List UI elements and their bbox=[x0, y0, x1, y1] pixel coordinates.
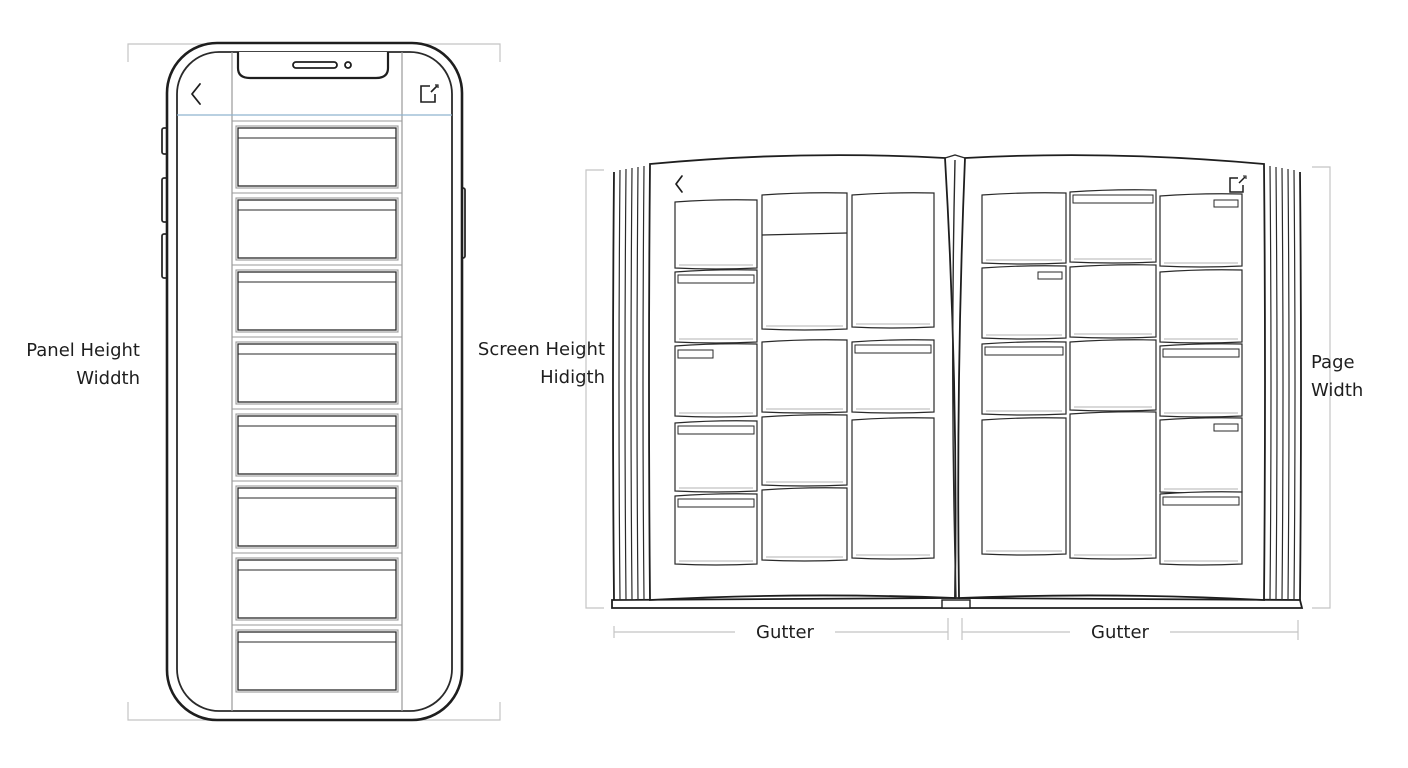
book-panel bbox=[981, 341, 1067, 416]
gutter-label-left: Gutter bbox=[756, 622, 814, 643]
phone-panel bbox=[232, 336, 402, 405]
phone-panel bbox=[232, 480, 402, 549]
phone-notch bbox=[236, 52, 390, 80]
book-panel bbox=[1159, 343, 1243, 418]
phone-panel bbox=[232, 408, 402, 477]
book-panel bbox=[1069, 411, 1157, 560]
phone-panel-list bbox=[232, 120, 402, 693]
phone-panel bbox=[232, 192, 402, 261]
book-panel bbox=[761, 339, 848, 414]
chevron-left-icon[interactable] bbox=[191, 83, 201, 105]
book-panel bbox=[851, 192, 935, 329]
book-panel bbox=[851, 417, 935, 560]
book-panel bbox=[1159, 269, 1243, 344]
book-width-label-line2: Width bbox=[1311, 380, 1364, 401]
book-panel-grid bbox=[674, 189, 1243, 566]
book-panel bbox=[1159, 491, 1243, 566]
book-panel bbox=[674, 420, 758, 493]
book-panel bbox=[674, 269, 758, 344]
book-panel bbox=[674, 343, 758, 418]
phone-content-column bbox=[231, 52, 403, 711]
book-width-label-line1: Page bbox=[1311, 352, 1355, 373]
book-panel bbox=[981, 192, 1067, 265]
book-height-label-line2: Hidigth bbox=[540, 367, 605, 388]
book-panel bbox=[674, 493, 758, 566]
phone-dimension-label: Panel Height Widdth bbox=[10, 337, 140, 393]
book-panel bbox=[1069, 339, 1157, 412]
book-panel bbox=[1159, 193, 1243, 268]
compose-icon[interactable] bbox=[1229, 175, 1247, 193]
book-width-label: Page Width bbox=[1311, 349, 1391, 405]
phone-panel bbox=[232, 624, 402, 693]
phone-panel bbox=[232, 552, 402, 621]
book-panel bbox=[761, 414, 848, 487]
book-panel bbox=[674, 199, 758, 270]
book-panel bbox=[1069, 264, 1157, 339]
chevron-left-icon[interactable] bbox=[675, 175, 683, 193]
book-panel bbox=[1069, 189, 1157, 264]
book-panel bbox=[1159, 417, 1243, 494]
phone-panel bbox=[232, 120, 402, 189]
book-panel bbox=[851, 339, 935, 414]
gutter-label-right: Gutter bbox=[1091, 622, 1149, 643]
phone-label-line2: Widdth bbox=[76, 368, 140, 389]
book-panel bbox=[761, 192, 848, 331]
compose-icon[interactable] bbox=[420, 84, 439, 103]
book-height-label: Screen Height Hidigth bbox=[470, 336, 605, 392]
book-panel bbox=[761, 487, 848, 562]
book-panel bbox=[981, 265, 1067, 340]
book-height-label-line1: Screen Height bbox=[477, 339, 605, 360]
book-panel bbox=[981, 417, 1067, 556]
book-dimension-guides bbox=[585, 166, 1331, 640]
phone-label-line1: Panel Height bbox=[26, 340, 140, 361]
phone-panel bbox=[232, 264, 402, 333]
